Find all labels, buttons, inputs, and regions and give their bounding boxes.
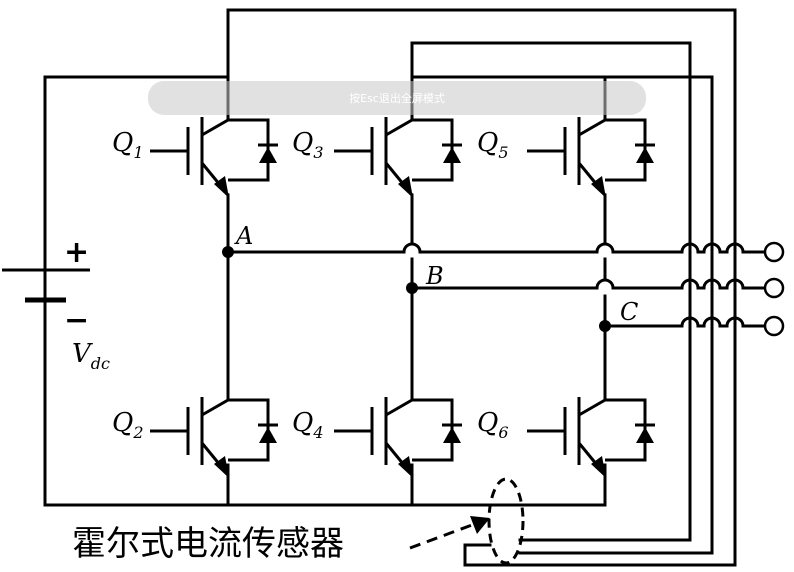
switch-label: Q2 [112,408,144,442]
diagram-labels: A B C + − Vdc 霍尔式电流传感器 [64,222,638,564]
node-a-dot [222,246,234,258]
dc-voltage-label: Vdc [72,339,110,373]
switch-q1: Q1 [112,105,278,198]
dc-source-symbol [2,268,90,303]
emitter-arrow [398,176,413,198]
terminal-b [763,277,785,299]
dc-voltage-subscript: dc [91,354,110,373]
fullscreen-hint-text: 按Esc退出全屏模式 [349,91,445,105]
node-c-dot [599,320,611,332]
diode-triangle [259,427,277,443]
hall-sensor-ellipse [487,477,525,565]
node-b-dot [406,282,418,294]
dc-minus-sign: − [64,303,89,338]
emitter-arrow [398,456,413,478]
node-c-label: C [620,298,638,326]
switch-q5: Q5 [477,105,655,198]
switch-label: Q3 [292,128,324,162]
switch-q3: Q3 [292,105,462,198]
diode-triangle [636,427,654,443]
switch-label: Q4 [292,408,324,442]
switch-label: Q6 [477,408,509,442]
diode-triangle [443,427,461,443]
emitter-arrow [214,456,229,478]
dc-plus-sign: + [64,235,89,270]
switch-q6: Q6 [477,385,655,478]
emitter-arrow [214,176,229,198]
diode-triangle [259,147,277,163]
fullscreen-hint-bg [148,81,646,115]
switch-q4: Q4 [292,385,462,478]
sensor-pointer-line [409,523,473,550]
diode-triangle [443,147,461,163]
circuit-wires [43,8,767,567]
switch-q2: Q2 [112,385,278,478]
terminal-a [763,241,785,263]
emitter-arrow [591,176,606,198]
hall-sensor-symbol [409,477,525,565]
terminal-c [763,315,785,337]
switch-label: Q1 [112,128,144,162]
dc-voltage-letter: V [72,339,93,369]
junction-dots [222,246,611,332]
diode-triangle [636,147,654,163]
output-terminals [763,241,785,337]
emitter-arrow [591,456,606,478]
hall-sensor-label: 霍尔式电流传感器 [72,524,344,564]
fullscreen-hint-overlay: 按Esc退出全屏模式 [148,81,646,115]
node-a-label: A [234,222,253,250]
sensor-pointer-head [470,516,490,534]
switch-label: Q5 [477,128,509,162]
node-b-label: B [425,262,444,290]
